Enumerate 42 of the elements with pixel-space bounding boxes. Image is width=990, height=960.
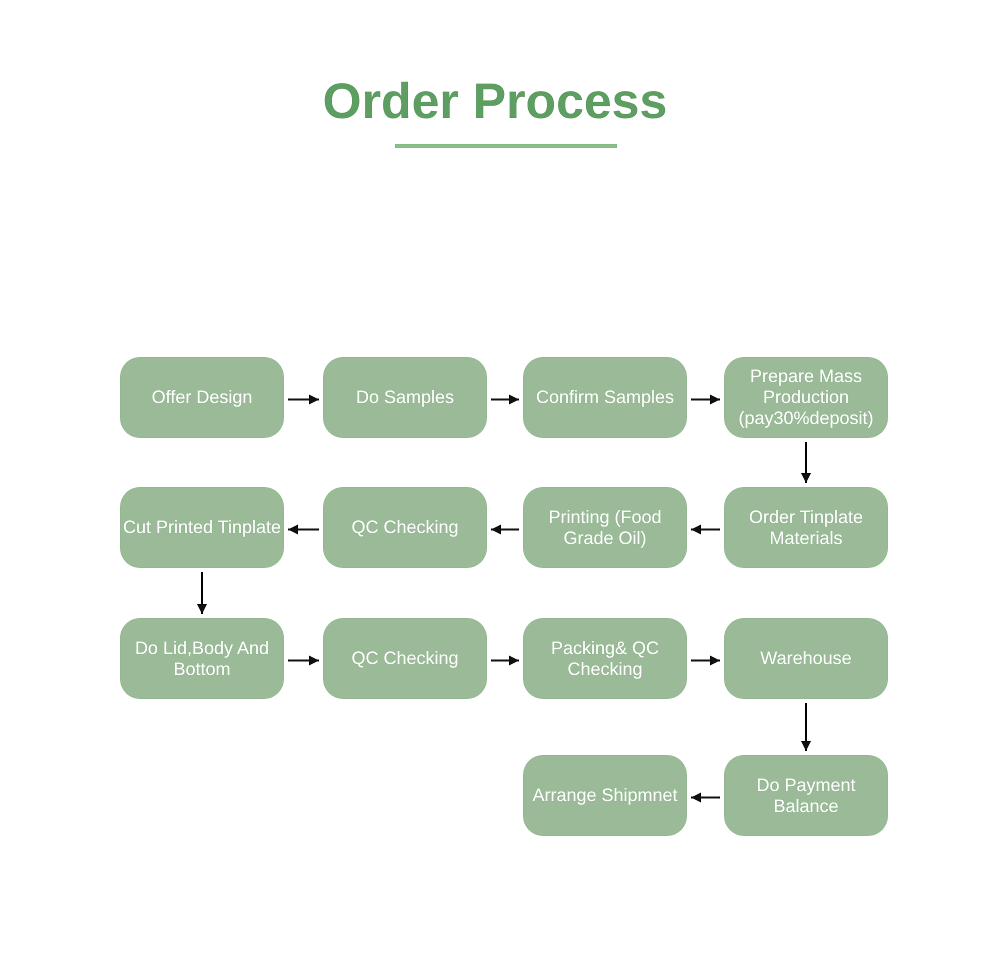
arrow xyxy=(491,524,519,534)
arrow xyxy=(691,792,720,802)
process-box xyxy=(120,487,284,568)
step-label: Offer Design xyxy=(152,387,252,408)
process-box xyxy=(724,357,888,438)
arrow xyxy=(288,524,319,534)
step-label: Arrange Shipmnet xyxy=(532,785,678,806)
step-label: Order Tinplate Materials xyxy=(748,506,864,548)
step-label: Do Lid,Body And Bottom xyxy=(134,638,270,680)
arrow xyxy=(491,394,519,404)
process-box xyxy=(523,618,687,699)
process-box xyxy=(523,357,687,438)
process-box xyxy=(523,755,687,836)
process-box xyxy=(724,755,888,836)
process-box xyxy=(120,357,284,438)
process-box xyxy=(724,487,888,568)
process-box xyxy=(323,618,487,699)
arrow xyxy=(691,394,720,404)
title: Order Process xyxy=(322,72,668,130)
step-label: Printing (Food Grade Oil) xyxy=(547,506,663,548)
arrow xyxy=(197,572,207,614)
step-label: Cut Printed Tinplate xyxy=(122,517,282,538)
arrow xyxy=(801,442,811,483)
arrow xyxy=(288,656,319,666)
arrow xyxy=(288,394,319,404)
step-label: QC Checking xyxy=(351,517,459,538)
process-box xyxy=(724,618,888,699)
process-box xyxy=(523,487,687,568)
process-box xyxy=(323,357,487,438)
step-label: Packing& QC Checking xyxy=(550,638,660,680)
arrow xyxy=(691,524,720,534)
process-box xyxy=(323,487,487,568)
arrow xyxy=(801,703,811,751)
process-box xyxy=(120,618,284,699)
arrow xyxy=(691,656,720,666)
step-label: Prepare Mass Production (pay30%deposit) xyxy=(737,366,875,429)
step-label: QC Checking xyxy=(351,648,459,669)
step-label: Do Payment Balance xyxy=(755,774,857,816)
step-label: Confirm Samples xyxy=(536,387,674,408)
step-label: Warehouse xyxy=(760,648,852,669)
step-label: Do Samples xyxy=(356,387,454,408)
arrow xyxy=(491,656,519,666)
